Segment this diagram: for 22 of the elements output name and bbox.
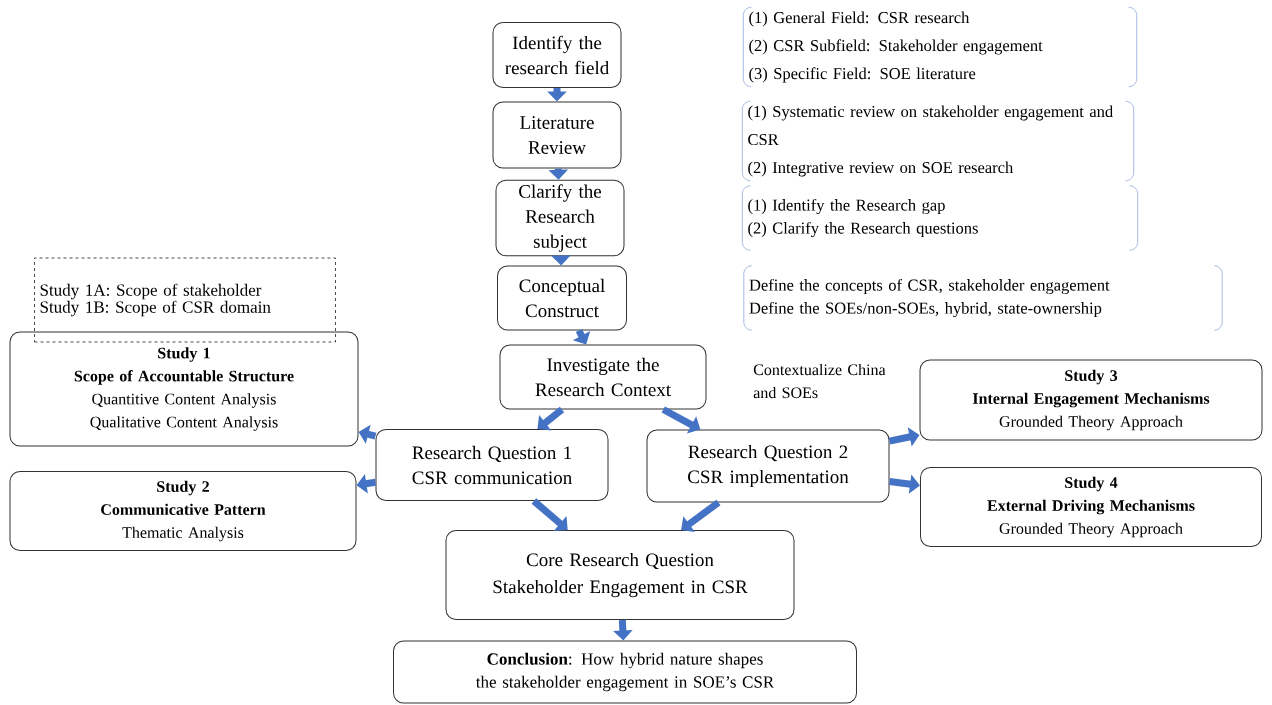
bracket-note: (1) General Field: CSR research (2) CSR Subfield: Stakeholder engagement (3) Specific Field: SOE literature — [742, 6, 1138, 88]
process-box: Core Research Question Stakeholder Engagement in CSR — [445, 530, 795, 620]
bracket-note: (1) Systematic review on stakeholder engagement and CSR (2) Integrative review on SOE research — [741, 100, 1135, 182]
process-box: Research Question 1 CSR communication — [375, 429, 609, 501]
process-box: Study 3 Internal Engagement Mechanisms Grounded Theory Approach — [919, 359, 1263, 441]
process-box: Identify the research field — [492, 22, 622, 88]
process-box: Clarify the Research subject — [495, 179, 625, 257]
process-box: Study 4 External Driving Mechanisms Grounded Theory Approach — [920, 467, 1262, 547]
dashed-box: Study 1A: Scope of stakeholder Study 1B: Scope of CSR domain — [34, 257, 336, 343]
process-box: Study 1 Scope of Accountable Structure Quantitive Content Analysis Qualitative Content Analysis — [9, 331, 359, 447]
bracket-note: Define the concepts of CSR, stakeholder engagement Define the SOEs/non-SOEs, hybrid, state-ownership — [743, 265, 1223, 331]
process-box: Conclusion: How hybrid nature shapes the stakeholder engagement in SOE’s CSR — [393, 640, 857, 704]
arrow — [531, 498, 568, 531]
side-note: Contextualize China and SOEs — [753, 363, 886, 399]
arrow — [537, 406, 565, 431]
process-box: Literature Review — [492, 101, 622, 169]
process-box: Research Question 2 CSR implementation — [646, 429, 890, 503]
process-box: Study 2 Communicative Pattern Thematic Analysis — [9, 471, 357, 551]
arrow — [681, 499, 721, 532]
process-box: Investigate the Research Context — [499, 344, 707, 410]
bracket-note: (1) Identify the Research gap (2) Clarify the Research questions — [741, 185, 1139, 251]
process-box: Conceptual Construct — [497, 265, 627, 331]
